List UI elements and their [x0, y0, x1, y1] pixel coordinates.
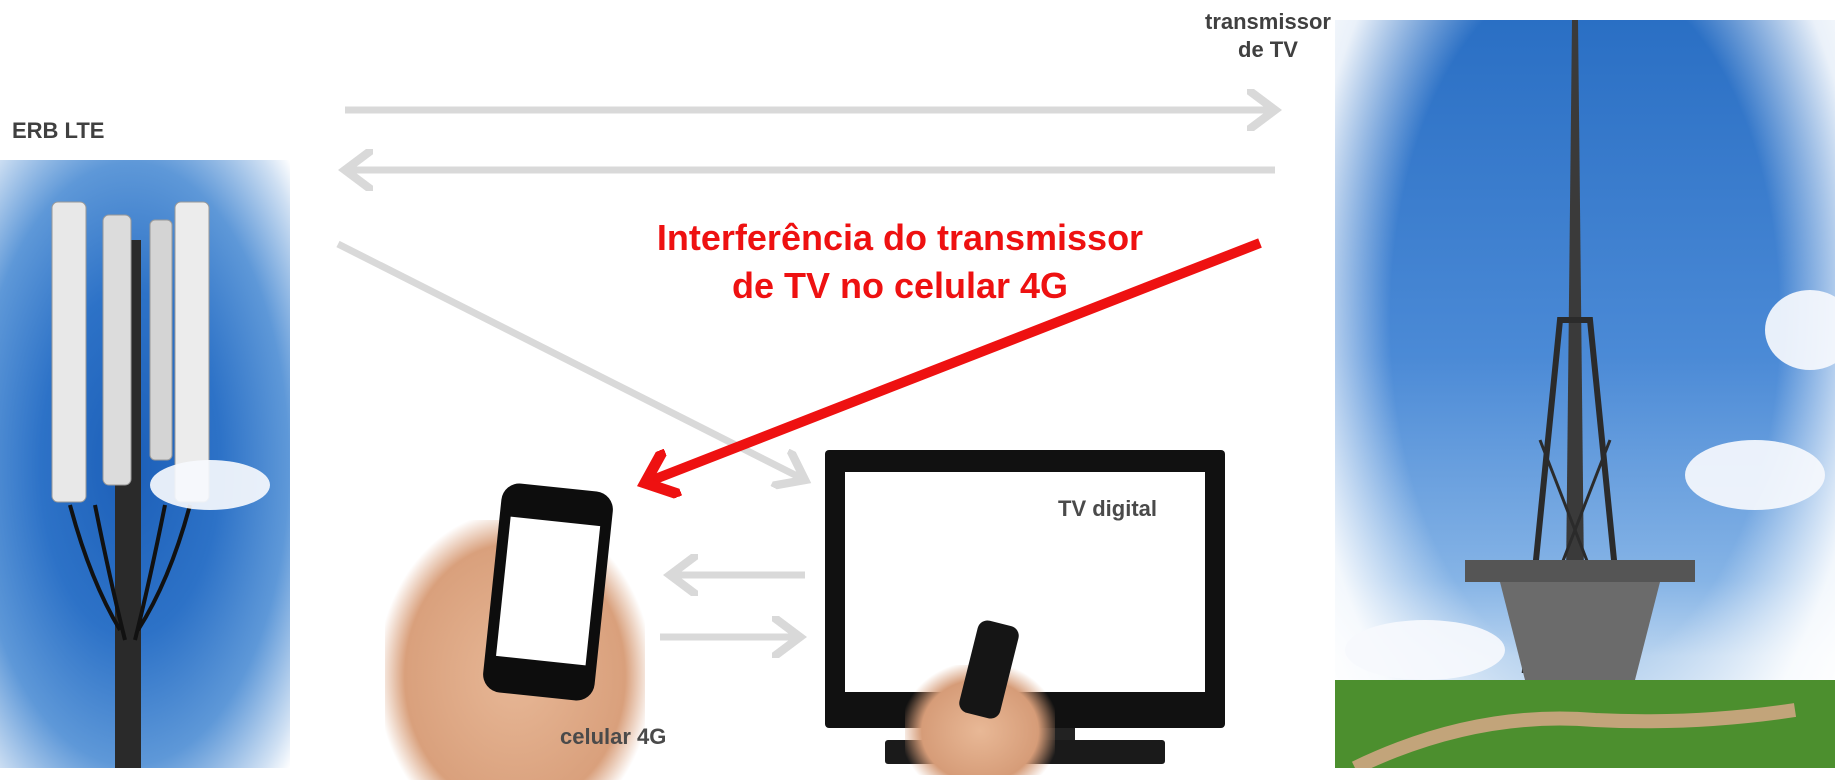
erb-lte-label: ERB LTE — [12, 118, 105, 143]
tv-transmitter-label: transmissor de TV — [1205, 8, 1331, 64]
cloud-shape — [1345, 620, 1505, 680]
phone-4g-label: celular 4G — [560, 724, 667, 749]
cloud-shape — [1765, 290, 1835, 370]
cloud-shape — [1685, 440, 1825, 510]
interference-caption-line1: Interferência do transmissor — [656, 217, 1144, 258]
tv-transmitter-label-line1: transmissor — [1205, 9, 1331, 34]
tv-transmitter-label-line2: de TV — [1238, 37, 1298, 62]
tv-tower-photo — [1335, 20, 1835, 768]
tower-drawing — [1335, 20, 1835, 768]
tv-digital-label: TV digital — [1058, 496, 1157, 521]
arrow-erb-to-tv — [336, 240, 805, 480]
interference-caption: Interferência do transmissor de TV no ce… — [620, 214, 1180, 310]
tv-screen — [845, 472, 1205, 692]
lte-antenna-photo — [0, 160, 290, 768]
interference-caption-line2: de TV no celular 4G — [731, 265, 1069, 306]
interference-arrow — [645, 238, 1262, 483]
antenna-mast-drawing — [51, 201, 210, 768]
cloud-shape — [150, 460, 270, 510]
